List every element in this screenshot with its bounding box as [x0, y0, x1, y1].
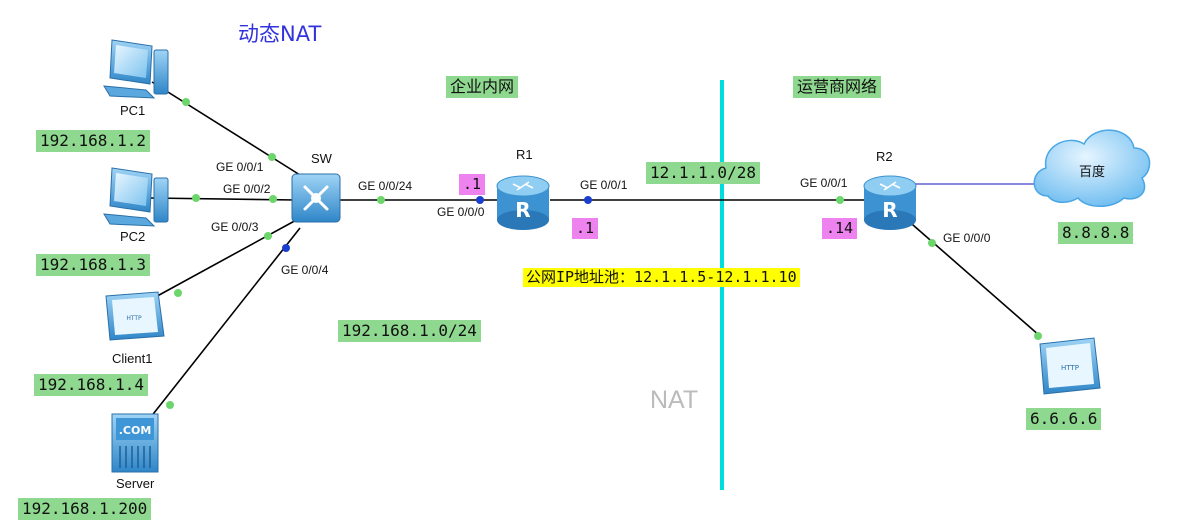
port-dots — [166, 98, 1042, 409]
pc2-name: PC2 — [120, 229, 146, 244]
pc1-name: PC1 — [120, 103, 146, 118]
zone-internal-label: 企业内网 — [446, 76, 519, 98]
pc2-ip: 192.168.1.3 — [36, 254, 150, 276]
port-sw-g3: GE 0/0/3 — [211, 220, 259, 234]
port-r1-g0: GE 0/0/0 — [437, 205, 485, 219]
wan-subnet: 12.1.1.0/28 — [646, 162, 760, 184]
web-server-icon[interactable]: HTTP — [1039, 337, 1101, 395]
link-r2-web — [904, 217, 1041, 337]
port-dot — [476, 196, 484, 204]
diagram-title: 动态NAT — [238, 22, 322, 46]
port-r2-g1: GE 0/0/1 — [800, 176, 848, 190]
client1-name: Client1 — [112, 351, 153, 366]
port-r1-g1: GE 0/0/1 — [580, 178, 628, 192]
port-dot — [268, 153, 276, 161]
nat-pool-label: 公网IP地址池：12.1.1.5-12.1.1.10 — [523, 268, 800, 287]
cloud-icon[interactable]: 百度 — [1033, 129, 1151, 207]
port-sw-g4: GE 0/0/4 — [281, 263, 329, 277]
port-dot — [584, 196, 592, 204]
switch-icon[interactable] — [291, 173, 341, 223]
port-dot — [182, 98, 190, 106]
port-r2-g0: GE 0/0/0 — [943, 231, 991, 245]
server-ip: 192.168.1.200 — [18, 498, 152, 520]
link-client1-sw — [149, 217, 301, 301]
link-pc1-sw — [151, 81, 301, 176]
r1-wan-host-id: .1 — [572, 218, 599, 239]
zone-isp-label: 运营商网络 — [793, 76, 882, 98]
r1-name: R1 — [516, 147, 533, 162]
web-ip: 6.6.6.6 — [1026, 408, 1102, 430]
port-sw-g1: GE 0/0/1 — [216, 160, 264, 174]
nat-label: NAT — [650, 386, 699, 414]
pc1-ip: 192.168.1.2 — [36, 130, 150, 152]
server-icon[interactable]: .COM — [111, 413, 159, 473]
server-icon-text: .COM — [119, 424, 152, 437]
port-sw-g2: GE 0/0/2 — [223, 182, 271, 196]
r1-icon-text: R — [515, 198, 530, 222]
port-dot — [264, 232, 272, 240]
sw-name: SW — [311, 151, 332, 166]
cloud-label: 百度 — [1079, 164, 1105, 180]
lan-subnet: 192.168.1.0/24 — [338, 320, 481, 342]
pc1-icon[interactable] — [103, 39, 169, 99]
pc2-icon[interactable] — [103, 167, 169, 227]
port-dot — [928, 239, 936, 247]
web-icon-text: HTTP — [1061, 364, 1079, 372]
r2-icon-text: R — [882, 198, 897, 222]
port-dot — [1034, 332, 1042, 340]
server-name: Server — [116, 476, 155, 491]
cloud-ip: 8.8.8.8 — [1058, 222, 1134, 244]
links — [149, 81, 1041, 419]
client1-ip: 192.168.1.4 — [34, 374, 148, 396]
port-dot — [282, 244, 290, 252]
port-dot — [192, 194, 200, 202]
port-dot — [836, 196, 844, 204]
r1-lan-host-id: .1 — [459, 174, 486, 195]
client1-icon-text: HTTP — [126, 315, 142, 322]
port-dot — [166, 401, 174, 409]
port-dot — [377, 196, 385, 204]
r2-wan-host-id: .14 — [822, 218, 858, 239]
link-server-sw — [149, 227, 301, 419]
r2-icon[interactable]: R — [863, 175, 917, 230]
r2-name: R2 — [876, 149, 893, 164]
r1-icon[interactable]: R — [496, 175, 550, 230]
port-dot — [269, 195, 277, 203]
port-sw-g24: GE 0/0/24 — [358, 179, 413, 193]
client1-icon[interactable]: HTTP — [105, 291, 165, 341]
port-dot — [174, 289, 182, 297]
